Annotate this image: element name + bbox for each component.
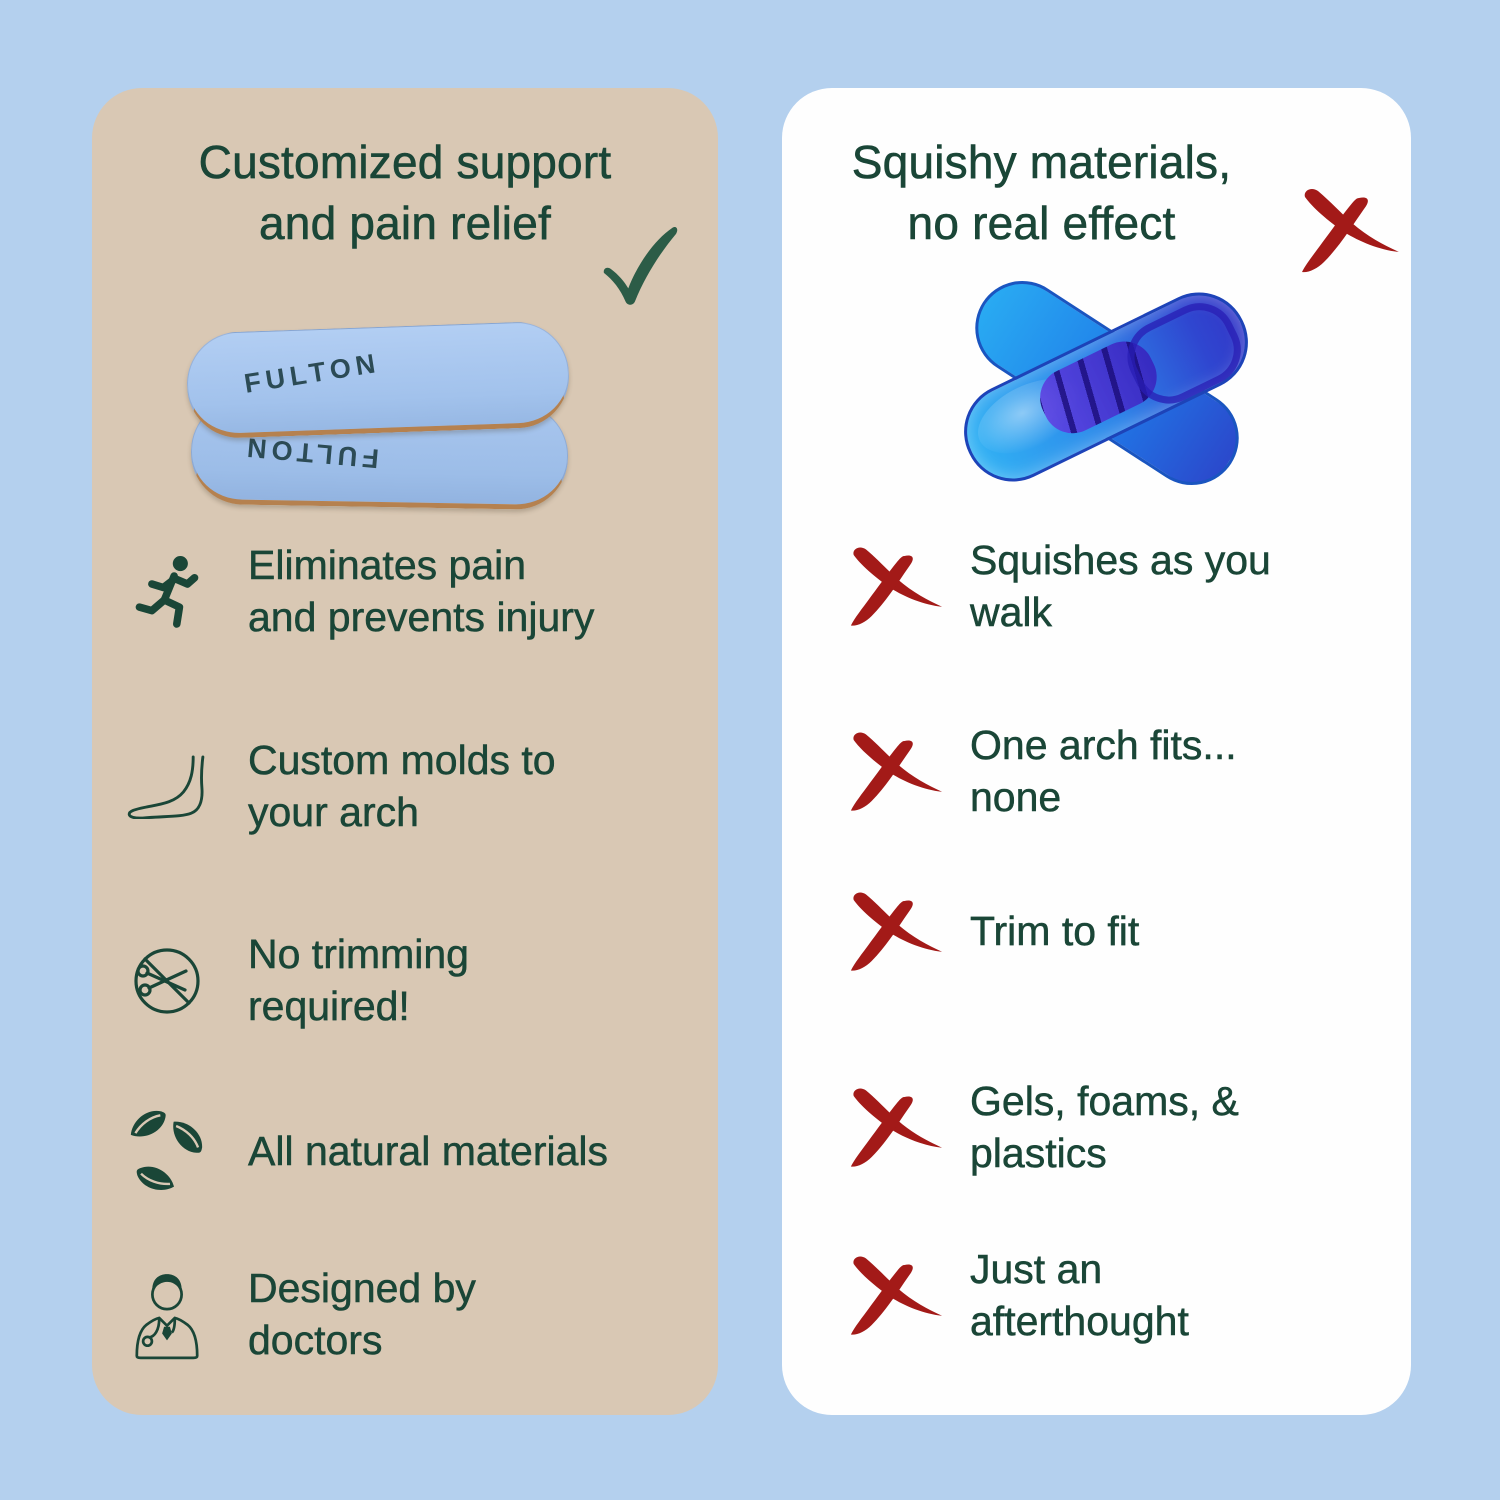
fulton-logo: FULTON <box>242 347 383 399</box>
x-icon <box>849 546 943 628</box>
doctor-icon <box>129 1270 205 1360</box>
benefit-row-trimming: No trimming required! <box>102 926 698 1036</box>
drawback-text: One arch fits... none <box>970 722 1237 820</box>
no-trimming-icon <box>131 945 203 1017</box>
benefit-text: No trimming required! <box>248 931 469 1029</box>
benefit-row-arch: Custom molds to your arch <box>102 732 698 842</box>
drawback-row-afterthought: Just an afterthought <box>840 1241 1400 1351</box>
x-icon <box>849 891 943 973</box>
benefit-row-natural: All natural materials <box>102 1097 698 1207</box>
gel-insoles-image <box>947 262 1265 504</box>
x-icon <box>1300 188 1400 274</box>
fulton-insoles-image: FULTON FULTON <box>185 320 572 525</box>
drawback-text: Gels, foams, & plastics <box>970 1078 1239 1176</box>
benefit-row-pain: Eliminates pain and prevents injury <box>102 537 698 647</box>
runner-icon <box>135 552 199 632</box>
drawback-text: Just an afterthought <box>970 1246 1189 1344</box>
benefit-text: Designed by doctors <box>248 1265 476 1363</box>
competitor-drawbacks-panel: Squishy materials, no real effect Squish… <box>782 88 1411 1415</box>
benefit-text: Custom molds to your arch <box>248 737 556 835</box>
drawback-row-squish: Squishes as you walk <box>840 532 1400 642</box>
x-icon <box>849 1087 943 1169</box>
left-panel-title: Customized support and pain relief <box>198 136 612 249</box>
fulton-logo-mirrored: FULTON <box>240 431 381 474</box>
fulton-insole-top: FULTON <box>185 320 571 440</box>
drawback-text: Squishes as you walk <box>970 537 1271 635</box>
leaves-icon <box>123 1104 211 1200</box>
drawback-row-trim: Trim to fit <box>840 877 1400 987</box>
drawback-text: Trim to fit <box>970 908 1140 955</box>
drawback-row-arch: One arch fits... none <box>840 717 1400 827</box>
fulton-benefits-panel: Customized support and pain relief FULTO… <box>92 88 718 1415</box>
foot-icon <box>125 755 209 819</box>
right-panel-title: Squishy materials, no real effect <box>851 136 1232 249</box>
benefit-text: All natural materials <box>248 1128 609 1175</box>
drawback-row-materials: Gels, foams, & plastics <box>840 1073 1400 1183</box>
benefit-row-doctors: Designed by doctors <box>102 1260 698 1370</box>
benefit-text: Eliminates pain and prevents injury <box>248 542 595 640</box>
x-icon <box>849 731 943 813</box>
x-icon <box>849 1255 943 1337</box>
check-icon <box>600 226 678 306</box>
